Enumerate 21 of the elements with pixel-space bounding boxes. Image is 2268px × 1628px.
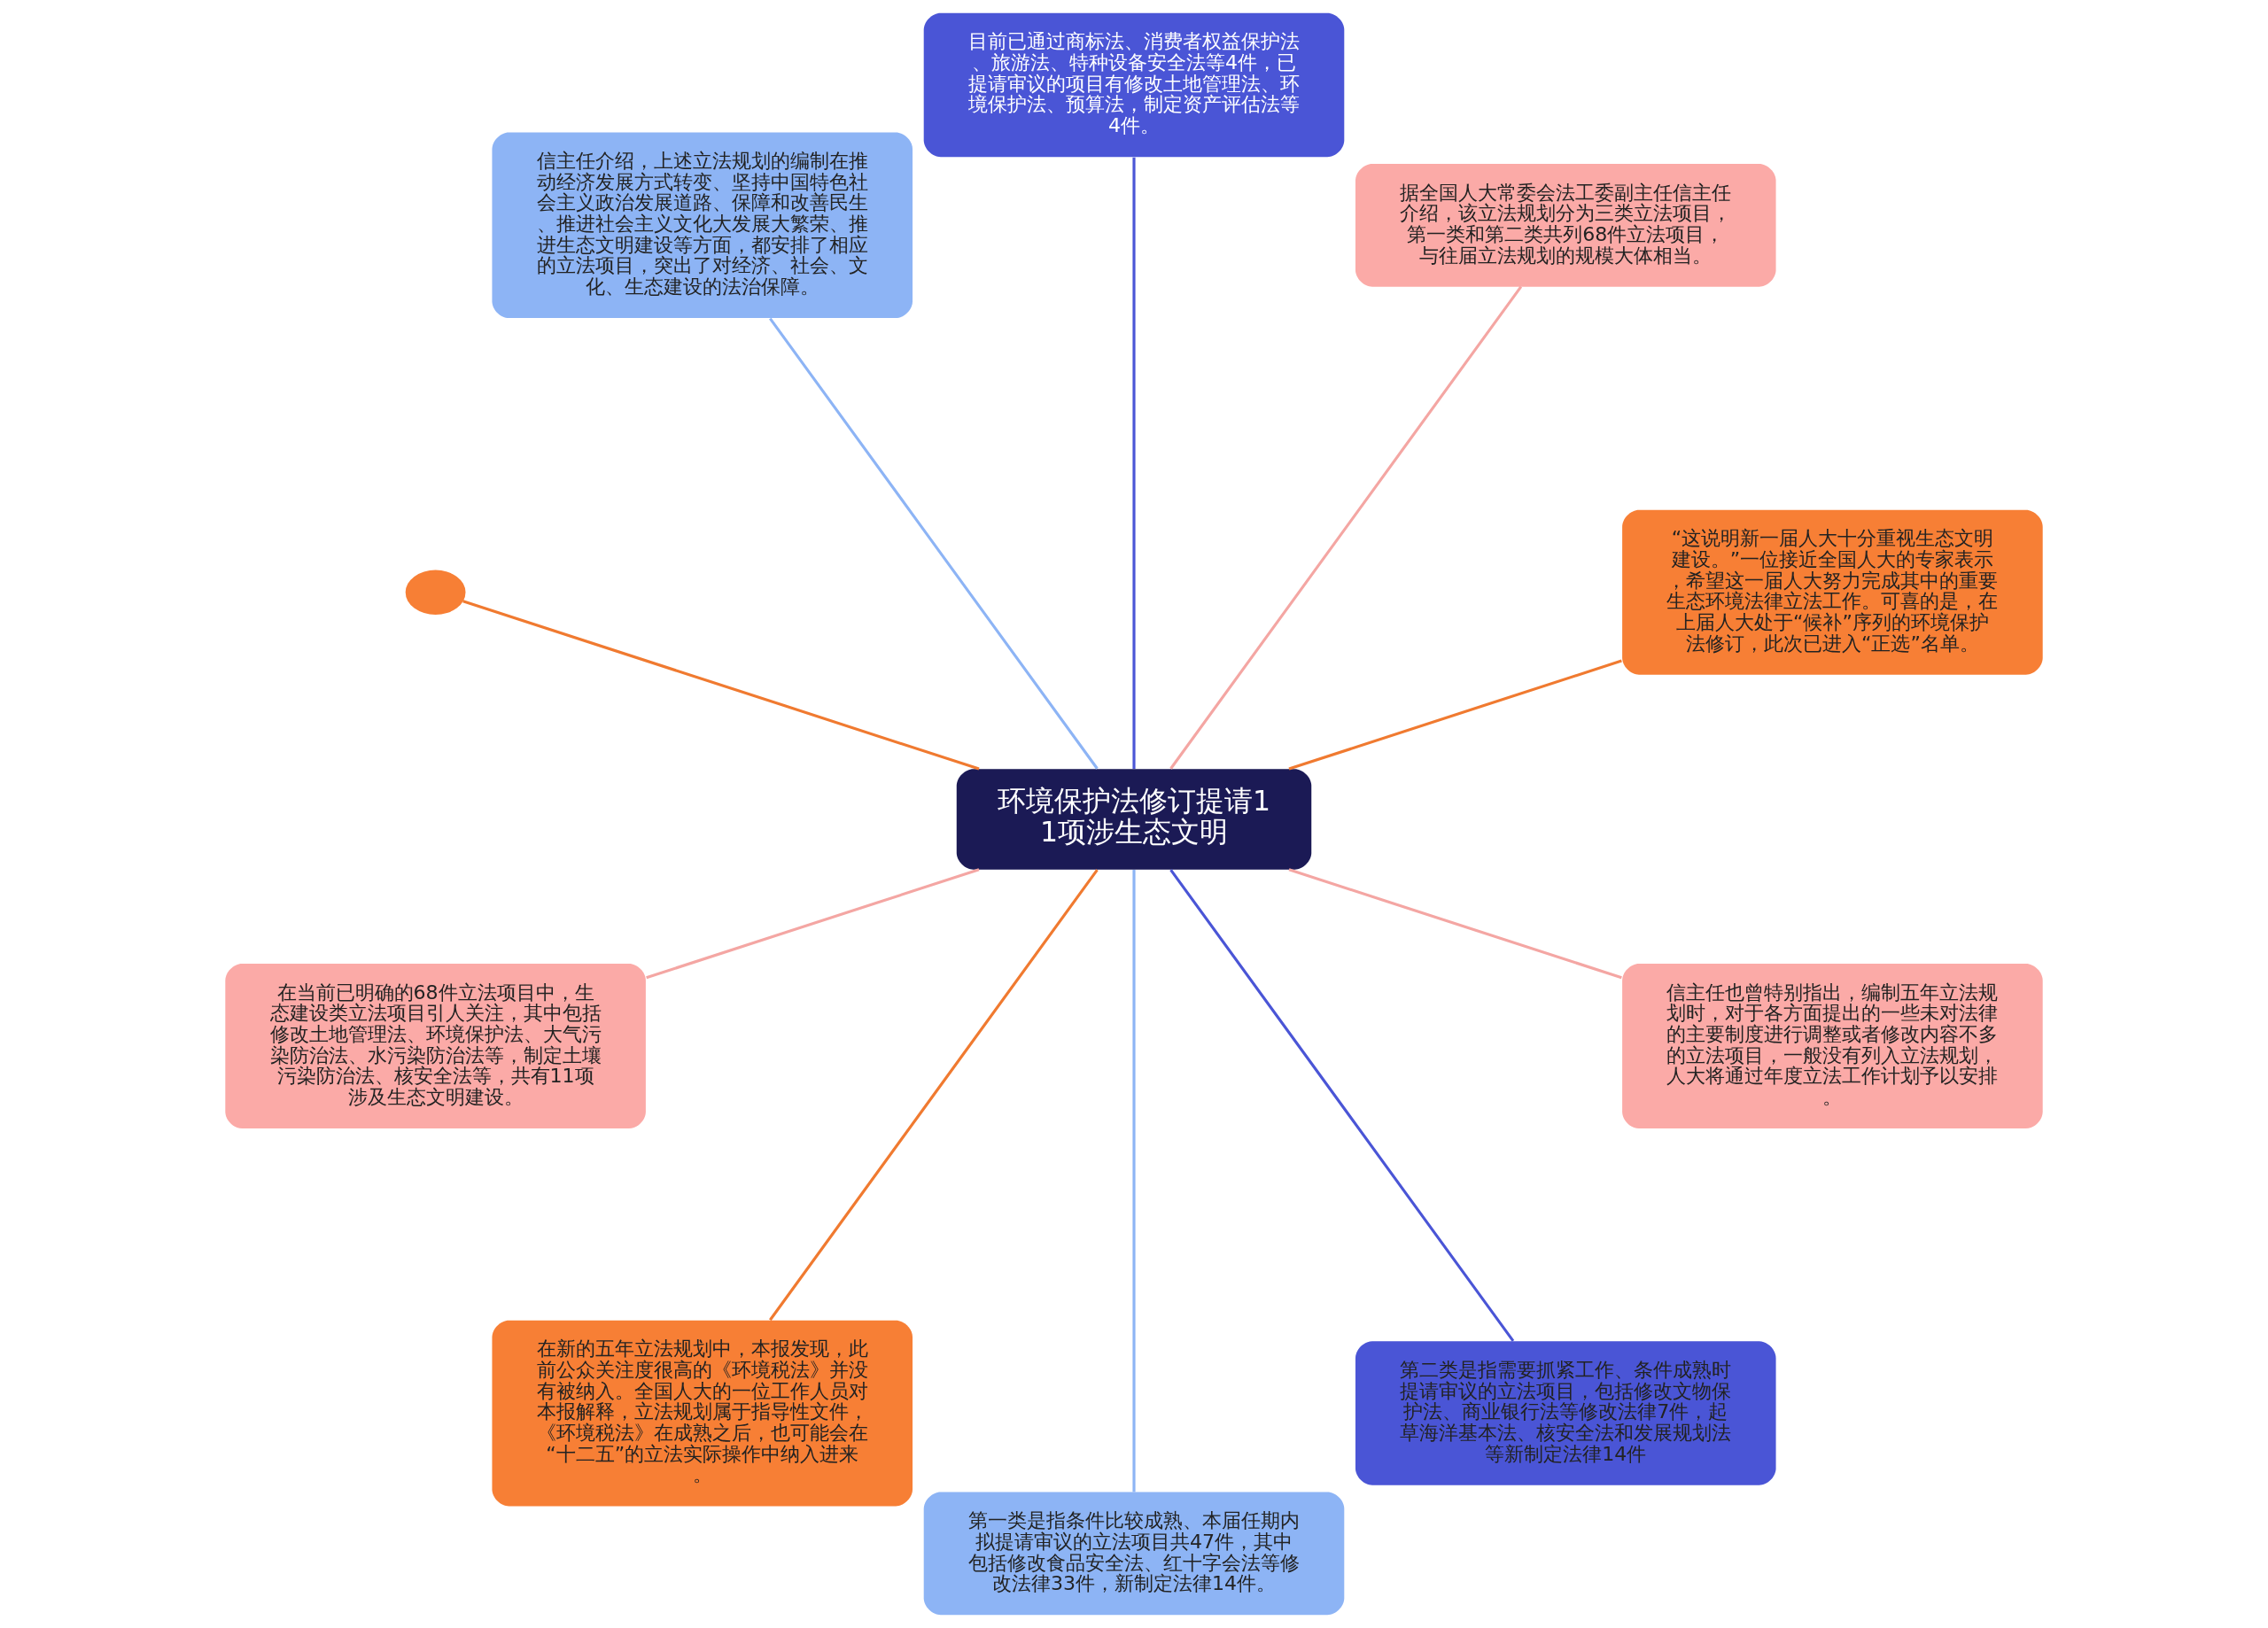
node-box: 信主任介绍，上述立法规划的编制在推动经济发展方式转变、坚持中国特色社会主义政治发展道路、保障和改善民生、推进社会主义文化大发展大繁荣、推进生态文明建设等方面，都安排了相应的立法项目，突出了对经济、社会、文化、生态建设的法治保障。 bbox=[492, 132, 913, 319]
connector bbox=[769, 869, 1099, 1322]
connector bbox=[769, 317, 1099, 770]
node-box: 在新的五年立法规划中，本报发现，此前公众关注度很高的《环境税法》并没有被纳入。全国人大的一位工作人员对本报解释，立法规划属于指导性文件，《环境税法》在成熟之后，也可能会在“十二五”的立法实际操作中纳入进来。 bbox=[492, 1320, 913, 1507]
node-box: “这说明新一届人大十分重视生态文明建设。”一位接近全国人大的专家表示，希望这一届人大努力完成其中的重要生态环境法律立法工作。可喜的是，在上届人大处于“候补”序列的环境保护法修订，此次已进入“正选”名单。 bbox=[1622, 509, 2043, 675]
node-box: 信主任也曾特别指出，编制五年立法规划时，对于各方面提出的一些未对法律的主要制度进行调整或者修改内容不多的立法项目，一般没有列入立法规划，人大将通过年度立法工作计划予以安排。 bbox=[1622, 964, 2043, 1129]
connector bbox=[1169, 869, 1515, 1342]
connector bbox=[1288, 868, 1622, 980]
connector bbox=[1288, 659, 1622, 771]
node-box: 环境保护法修订提请11项涉生态文明 bbox=[956, 769, 1312, 870]
node-box: 第一类是指条件比较成熟、本届任期内拟提请审议的立法项目共47件，其中包括修改食品安全法、红十字会法等修改法律33件，新制定法律14件。 bbox=[923, 1492, 1345, 1616]
connector bbox=[646, 868, 980, 980]
node-box: 据全国人大常委会法工委副主任信主任介绍，该立法规划分为三类立法项目，第一类和第二类共列68件立法项目，与往届立法规划的规模大体相当。 bbox=[1355, 163, 1776, 287]
connector bbox=[1169, 285, 1523, 770]
connector bbox=[1132, 869, 1136, 1492]
connector bbox=[1132, 157, 1136, 769]
connector bbox=[462, 600, 980, 771]
node-box: 在当前已明确的68件立法项目中，生态建设类立法项目引人关注，其中包括修改土地管理法、环境保护法、大气污染防治法、水污染防治法等，制定土壤污染防治法、核安全法等，共有11项涉及生态文明建设。 bbox=[225, 964, 646, 1129]
node-box: 第二类是指需要抓紧工作、条件成熟时提请审议的立法项目，包括修改文物保护法、商业银行法等修改法律7件，起草海洋基本法、核安全法和发展规划法等新制定法律14件 bbox=[1355, 1341, 1776, 1485]
node-box: 目前已通过商标法、消费者权益保护法、旅游法、特种设备安全法等4件，已提请审议的项目有修改土地管理法、环境保护法、预算法，制定资产评估法等4件。 bbox=[923, 12, 1345, 158]
node-circle bbox=[405, 570, 466, 615]
